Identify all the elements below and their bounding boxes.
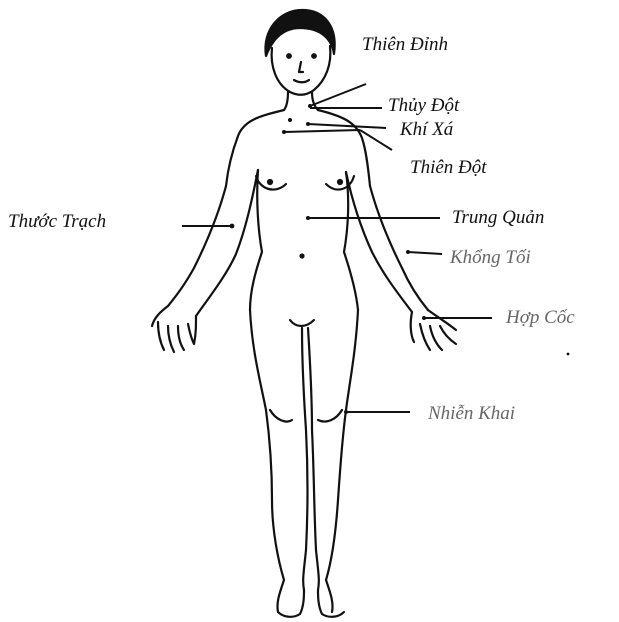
label-trung-quan: Trung Quản — [452, 208, 544, 227]
left-hand — [152, 306, 196, 352]
label-thien-dot: Thiên Đột — [410, 158, 487, 177]
label-khi-xa: Khí Xá — [400, 120, 453, 139]
hair — [265, 10, 334, 56]
face — [272, 46, 331, 95]
left-leg — [250, 310, 284, 612]
right-hand — [411, 310, 456, 350]
right-arm — [370, 186, 428, 310]
label-nhien-khai: Nhiễn Khai — [428, 404, 515, 423]
groin — [290, 320, 314, 326]
neck — [284, 92, 288, 110]
left-foot — [278, 590, 304, 617]
label-thuy-dot: Thủy Đột — [388, 96, 459, 115]
right-shoulder — [318, 110, 370, 186]
right-leg — [326, 310, 358, 612]
label-hop-coc: Hợp Cốc — [506, 308, 575, 327]
label-thuoc-trach: Thước Trạch — [8, 212, 106, 231]
left-arm — [168, 186, 226, 306]
label-khong-toi: Khổng Tối — [450, 248, 531, 267]
left-shoulder — [226, 110, 284, 186]
label-thien-dinh: Thiên Đỉnh — [362, 35, 448, 54]
torso-left — [250, 170, 262, 310]
